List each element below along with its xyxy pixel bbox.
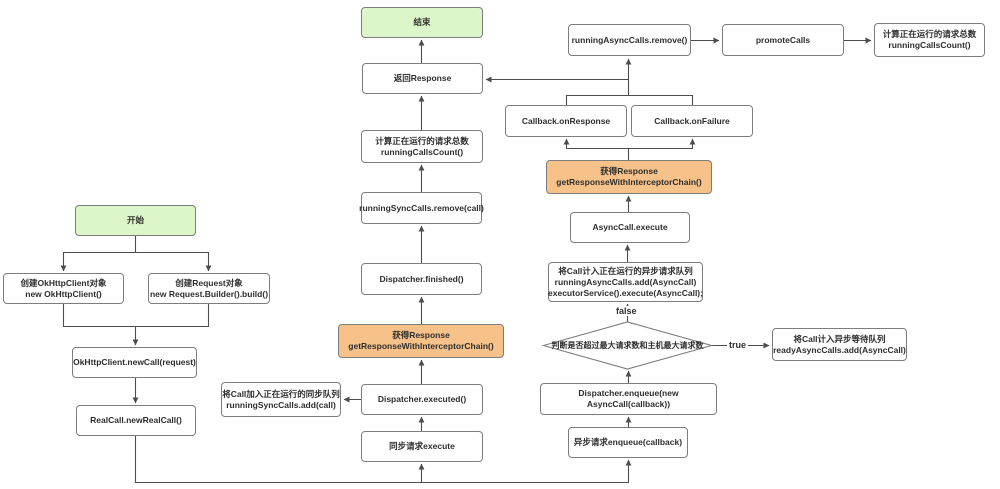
node-callback-onresponse: Callback.onResponse [505,105,627,137]
node-add-sync-queue: 将Call加入正在运行的同步队列 runningSyncCalls.add(ca… [221,382,341,417]
node-asynccall-execute: AsyncCall.execute [570,212,690,243]
edge-label-true: true [727,340,749,350]
node-callback-onfailure: Callback.onFailure [631,105,753,137]
node-dispatcher-finished: Dispatcher.finished() [361,263,482,295]
node-end: 结束 [361,7,483,38]
node-create-request: 创建Request对象 new Request.Builder().build(… [148,273,270,304]
node-start: 开始 [75,205,196,236]
node-dispatcher-enqueue: Dispatcher.enqueue(new AsyncCall(callbac… [540,383,717,415]
node-get-response-async: 获得Response getResponseWithInterceptorCha… [546,160,712,194]
node-get-response-sync: 获得Response getResponseWithInterceptorCha… [338,324,504,358]
node-newcall: OkHttpClient.newCall(request) [72,347,197,378]
node-add-running-async: 将Call计入正在运行的异步请求队列 runningAsyncCalls.add… [548,262,703,302]
node-async-enqueue: 异步请求enqueue(callback) [568,427,688,458]
edge-label-false: false [614,306,639,316]
node-ready-queue: 将Call计入异步等待队列 readyAsyncCalls.add(AsyncC… [772,328,907,361]
node-decision-max-requests: 判断是否超过最大请求数和主机最大请求数 [551,341,704,350]
node-newrealcall: RealCall.newRealCall() [76,405,196,436]
node-promote-calls: promoteCalls [722,24,844,56]
node-running-calls-count-right: 计算正在运行的请求总数 runningCallsCount() [874,23,985,57]
node-create-okhttpclient: 创建OkHttpClient对象 new OkHttpClient() [3,273,124,304]
node-sync-execute: 同步请求execute [361,431,483,462]
node-async-remove: runningAsyncCalls.remove() [568,24,691,56]
node-return-response: 返回Response [362,63,483,94]
node-sync-remove: runningSyncCalls.remove(call) [359,192,484,224]
node-running-calls-count-mid: 计算正在运行的请求总数 runningCallsCount() [361,130,483,163]
node-dispatcher-executed: Dispatcher.executed() [361,384,483,415]
